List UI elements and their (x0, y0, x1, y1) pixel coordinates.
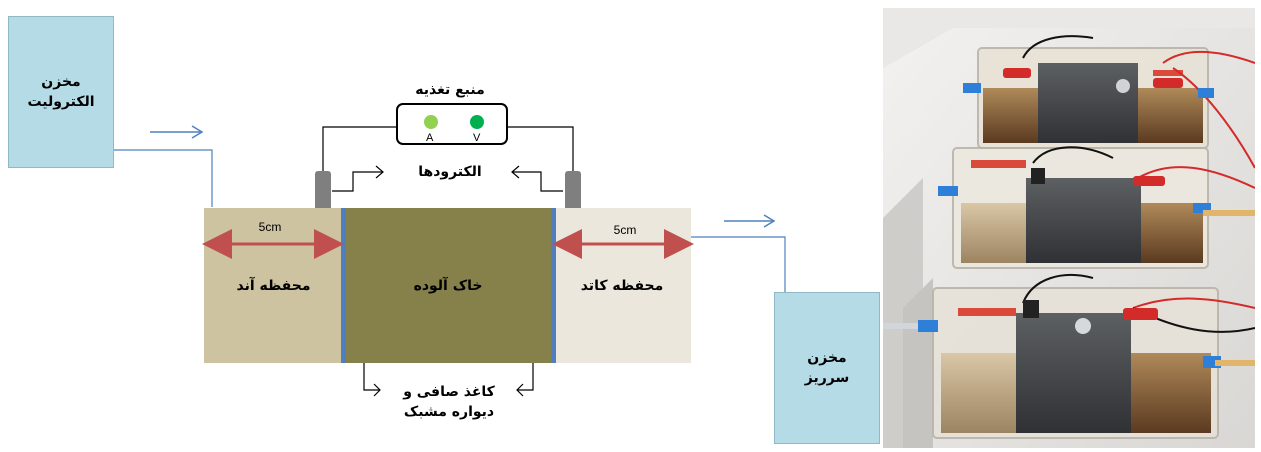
cell-bottom (883, 274, 1255, 439)
power-supply-title: منبع تغذیه (415, 82, 485, 98)
anode-wire (322, 126, 396, 172)
inflow-pipe (113, 149, 213, 207)
outflow-arrow-icon (724, 214, 776, 228)
filter-paper-label: کاغذ صافی و دیواره مشبک (403, 384, 495, 420)
cathode-wire (508, 126, 574, 172)
dimension-arrows (202, 229, 694, 259)
ammeter-icon (424, 115, 438, 129)
electrodes-label: الکترودها (418, 164, 482, 180)
soil-label: خاک آلوده (413, 277, 483, 294)
electrokinetic-cells-photo (883, 8, 1255, 448)
outflow-pipe (690, 236, 786, 293)
photo-illustration (883, 8, 1255, 448)
power-supply-box: A V (396, 103, 508, 145)
cell-middle (938, 146, 1255, 269)
voltmeter-icon (470, 115, 484, 129)
electrode-pointer-right-icon (511, 165, 563, 192)
overflow-tank: مخزن سرریز (774, 292, 880, 444)
cathode-compartment-label: محفظه کاتد (580, 277, 664, 294)
soil-compartment: خاک آلوده (343, 208, 553, 363)
anode-compartment-label: محفظه آند (236, 277, 311, 294)
electrode-pointer-left-icon (332, 165, 384, 192)
anode-electrode (315, 171, 331, 209)
diagram-lines (113, 125, 786, 397)
inflow-arrow-icon (150, 125, 204, 139)
electrolyte-tank: مخزن الکترولیت (8, 16, 114, 168)
cathode-electrode (565, 171, 581, 209)
ammeter-label: A (426, 132, 434, 144)
cathode-membrane (551, 208, 556, 363)
anode-membrane (341, 208, 346, 363)
voltmeter-label: V (473, 132, 481, 144)
cell-top (963, 35, 1255, 169)
